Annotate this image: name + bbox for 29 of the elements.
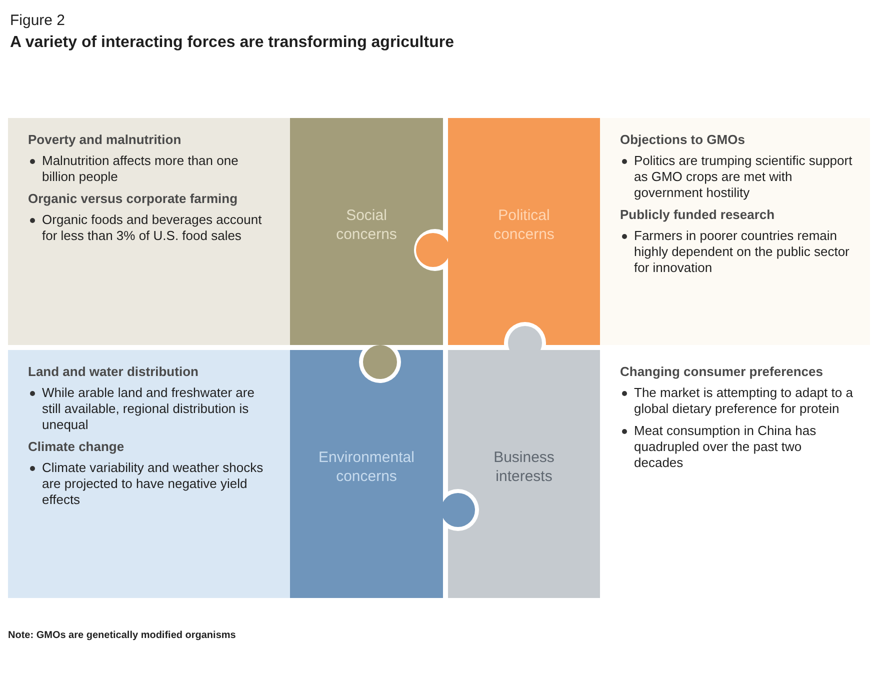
section-heading: Climate change	[28, 439, 126, 455]
section-heading: Publicly funded research	[620, 207, 776, 223]
piece-label: Environmental concerns	[318, 448, 416, 486]
diagram-title: A variety of interacting forces are transforming agriculture	[10, 34, 454, 52]
bullet-text: The market is attempting to adapt to a global dietary preference for protein	[620, 385, 854, 417]
section-heading: Land and water distribution	[28, 364, 200, 380]
bullet-text: Climate variability and weather shocks are projected to have negative yield effects	[28, 460, 274, 508]
bullet-text: Organic foods and beverages account for less than 3% of U.S. food sales	[28, 212, 274, 244]
figure-label: Figure 2	[10, 12, 66, 29]
bullet-text: While arable land and freshwater are still available, regional distribution is unequal	[28, 385, 274, 433]
bullet-text: Meat consumption in China has quadrupled over the past two decades	[620, 423, 854, 471]
puzzle-piece	[448, 326, 600, 598]
puzzle-piece	[290, 118, 443, 379]
section-heading: Objections to GMOs	[620, 132, 746, 148]
text-panel	[600, 118, 870, 345]
puzzle-piece	[290, 350, 475, 598]
piece-label: Business interests	[492, 448, 556, 486]
section-heading: Poverty and malnutrition	[28, 132, 182, 148]
text-panel	[8, 350, 290, 598]
text-panel	[8, 118, 290, 345]
section-heading: Changing consumer preferences	[620, 364, 824, 380]
puzzle-piece	[416, 118, 600, 345]
footnote: Note: GMOs are genetically modified organisms	[8, 630, 236, 641]
section-heading: Organic versus corporate farming	[28, 191, 239, 207]
piece-label: Social concerns	[335, 206, 398, 244]
bullet-text: Politics are trumping scientific support as GMO crops are met with government hostility	[620, 153, 854, 201]
piece-label: Political concerns	[492, 206, 556, 244]
bullet-text: Farmers in poorer countries remain highly dependent on the public sector for innovation	[620, 228, 854, 276]
bullet-text: Malnutrition affects more than one billion people	[28, 153, 274, 185]
